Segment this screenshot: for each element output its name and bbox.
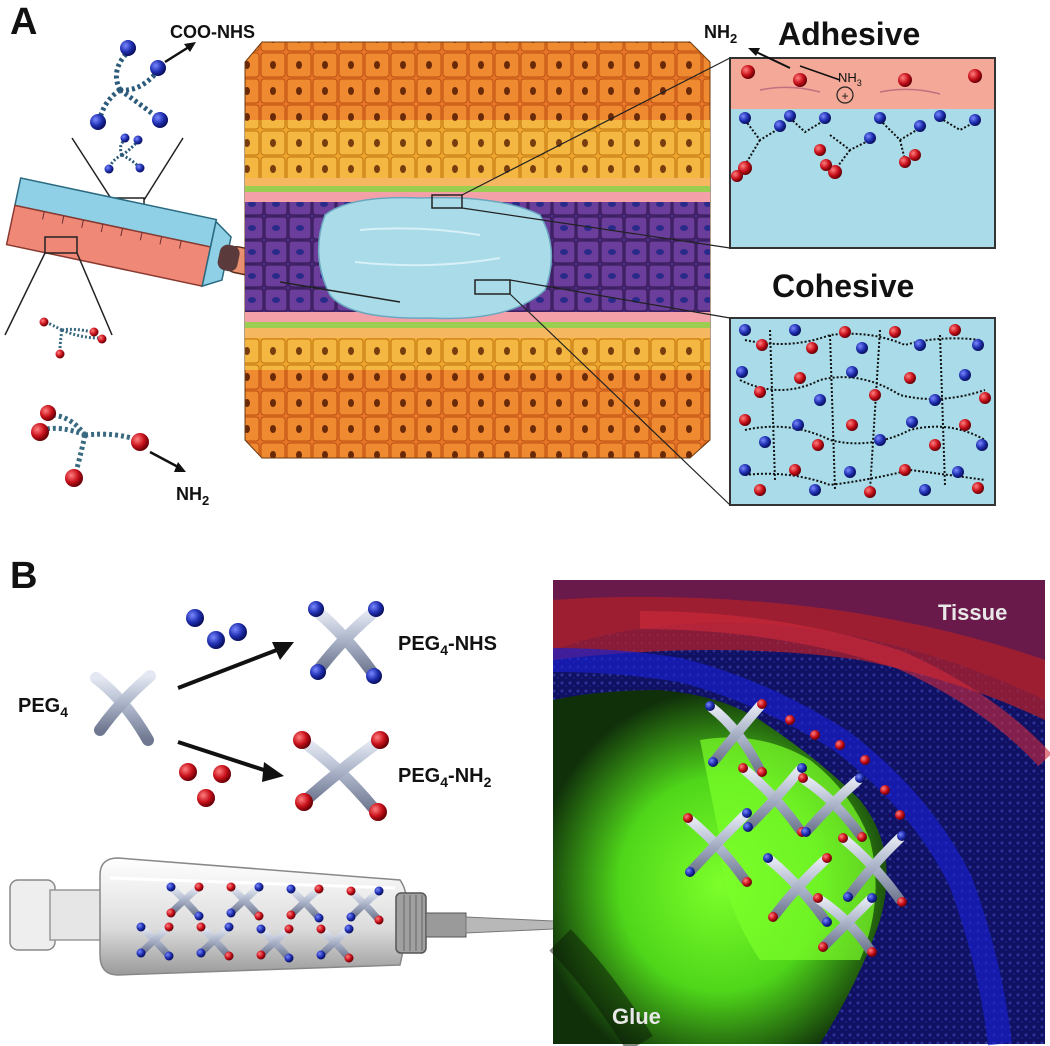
nhs-reagent-dots [186,609,247,649]
syringe-molecules [136,882,384,963]
nh2-arrowhead [174,462,186,472]
panel-b-letter: B [10,555,37,597]
arrowhead-to-nh2 [262,762,284,782]
peg4-nh2-molecule [293,731,389,821]
adhesive-zoom-line-top [461,57,731,196]
peg-nhs-molecule-large [97,50,160,120]
glue-label: Glue [612,1004,661,1029]
funnel-line-right [143,137,184,201]
zoom-line-left [4,252,46,336]
peg4-label: PEG4 [18,695,68,720]
tissue-block [244,41,711,459]
dual-syringe-3d [9,857,641,976]
peg-nhs-molecule-small [104,133,145,174]
peg4-nhs-label: PEG4-NHS [398,633,497,658]
cohesive-title: Cohesive [772,268,914,304]
nh2-bottom-label: NH2 [176,484,209,508]
network-molecules-overlay [683,699,907,957]
coo-nhs-arrowhead [184,42,196,52]
adhesive-inset: + NH3 [729,48,996,249]
needle-line [279,281,401,303]
peg-nh2-molecule-large [31,405,149,487]
arrow-to-nh2 [177,740,271,774]
adhesive-title: Adhesive [778,16,920,52]
adhesive-zoom-box [431,194,463,209]
panel-a-letter: A [10,1,37,43]
peg-nh2-molecule-small [39,317,107,359]
glue-gel-region [317,196,553,320]
peg4-nh2-label: PEG4-NH2 [398,765,492,790]
tissue-label: Tissue [938,600,1007,625]
plus-charge: + [841,89,848,103]
peg-nhs-molecule-large-ends [90,40,168,130]
syringe-illustration [5,177,287,288]
peg4-cross [90,670,156,746]
zoom-line-right [76,252,113,336]
peg4-nhs-molecule [308,601,384,684]
nh2-reagent-dots [179,763,231,807]
fluorescence-micrograph [549,580,1050,1046]
arrow-to-nhs [177,646,283,690]
cohesive-zoom-box [474,279,511,295]
nh2-top-label: NH2 [704,22,737,46]
cohesive-zoom-line-bottom [509,293,731,506]
nh2-arrow [149,450,181,470]
cohesive-zoom-line-top [509,279,731,319]
cohesive-inset [729,317,996,506]
adhesive-zoom-line-bottom [461,207,731,249]
coo-nhs-label: COO-NHS [170,22,255,42]
arrowhead-to-nhs [272,642,294,660]
syringe-zoom-box-bottom [44,236,78,254]
nh3-label: NH3 [838,70,862,88]
funnel-line-left [71,137,113,201]
